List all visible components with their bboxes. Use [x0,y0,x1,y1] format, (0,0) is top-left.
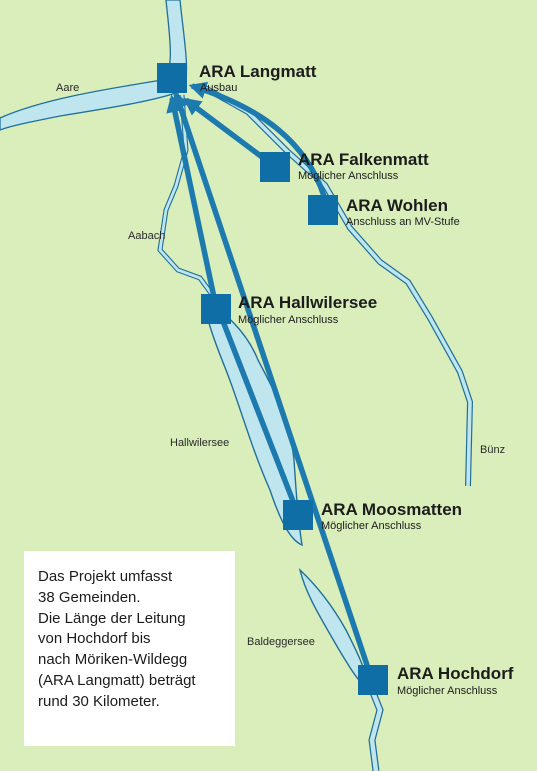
plant-name-moosmatten: ARA Moosmatten [321,500,463,519]
info-line: Das Projekt umfasst [38,568,173,585]
plant-note-moosmatten: Möglicher Anschluss [321,520,422,532]
pipeline-hallwilersee-langmatt [166,94,218,303]
plant-note-hallwilersee: Möglicher Anschluss [238,314,339,326]
plant-name-langmatt: ARA Langmatt [199,62,317,81]
plant-name-hochdorf: ARA Hochdorf [397,664,514,683]
label-aare: Aare [56,82,80,94]
info-line: nach Möriken-Wildegg [38,651,188,669]
plant-name-hallwilersee: ARA Hallwilersee [238,293,378,312]
marker-moosmatten [283,500,313,530]
label-aabach: Aabach [128,230,166,242]
hallwilersee-lake [203,298,303,547]
label-buenz: Bünz [480,444,506,456]
info-line: (ARA Langmatt) beträgt [38,671,196,689]
pipeline-falkenmatt-langmatt [183,97,272,166]
info-line: Die Länge der Leitung [38,609,186,627]
info-line: 38 Gemeinden. [38,588,141,606]
pipeline-moosmatten-hallwilersee [216,310,301,515]
aare-river [0,0,188,131]
plant-note-wohlen: Anschluss an MV-Stufe [346,216,460,228]
plant-name-wohlen: ARA Wohlen [346,196,448,215]
label-hallwilersee: Hallwilersee [170,437,230,449]
marker-falkenmatt [260,152,290,182]
info-line: von Hochdorf bis [38,630,151,648]
marker-wohlen [308,195,338,225]
plant-note-falkenmatt: Möglicher Anschluss [298,170,399,182]
marker-hallwilersee [201,294,231,324]
plant-name-falkenmatt: ARA Falkenmatt [298,150,429,169]
marker-hochdorf [358,665,388,695]
plant-note-hochdorf: Möglicher Anschluss [397,685,498,697]
info-box: Das Projekt umfasst 38 Gemeinden. Die Lä… [24,551,235,746]
plant-note-langmatt: Ausbau [200,82,238,94]
pipeline-wohlen-langmatt [188,81,327,197]
buenz-river [203,85,474,487]
marker-langmatt [157,63,187,93]
label-baldeggersee: Baldeggersee [247,636,315,648]
pipeline-hochdorf-langmatt [172,90,375,681]
info-line: rund 30 Kilometer. [38,692,160,710]
info-text: Das Projekt umfasst 38 Gemeinden. Die Lä… [38,567,196,713]
